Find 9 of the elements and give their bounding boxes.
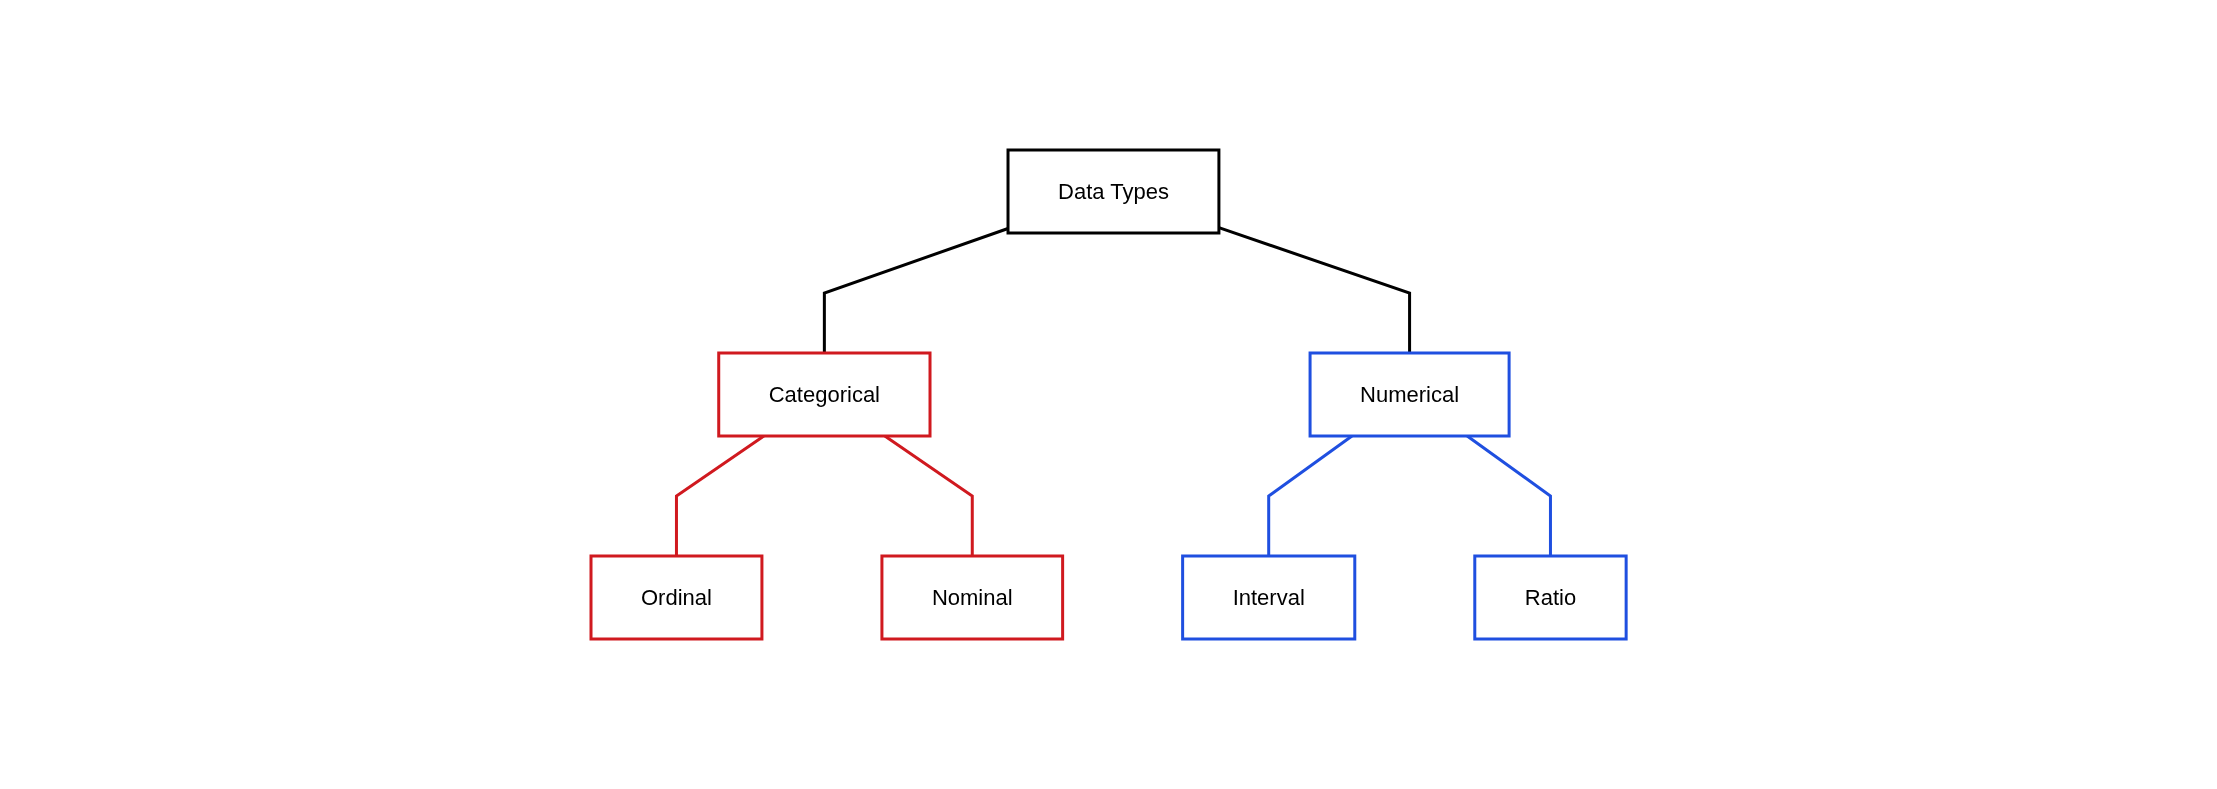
node-box: Ratio [1473, 554, 1628, 641]
node-box: Interval [1181, 554, 1357, 641]
node-box: Data Types [1006, 148, 1221, 235]
node-box: Categorical [717, 351, 932, 438]
node-box: Nominal [880, 554, 1065, 641]
connector [1218, 226, 1411, 353]
node-box: Numerical [1308, 351, 1511, 438]
node-box: Ordinal [589, 554, 764, 641]
connector [822, 227, 1009, 353]
